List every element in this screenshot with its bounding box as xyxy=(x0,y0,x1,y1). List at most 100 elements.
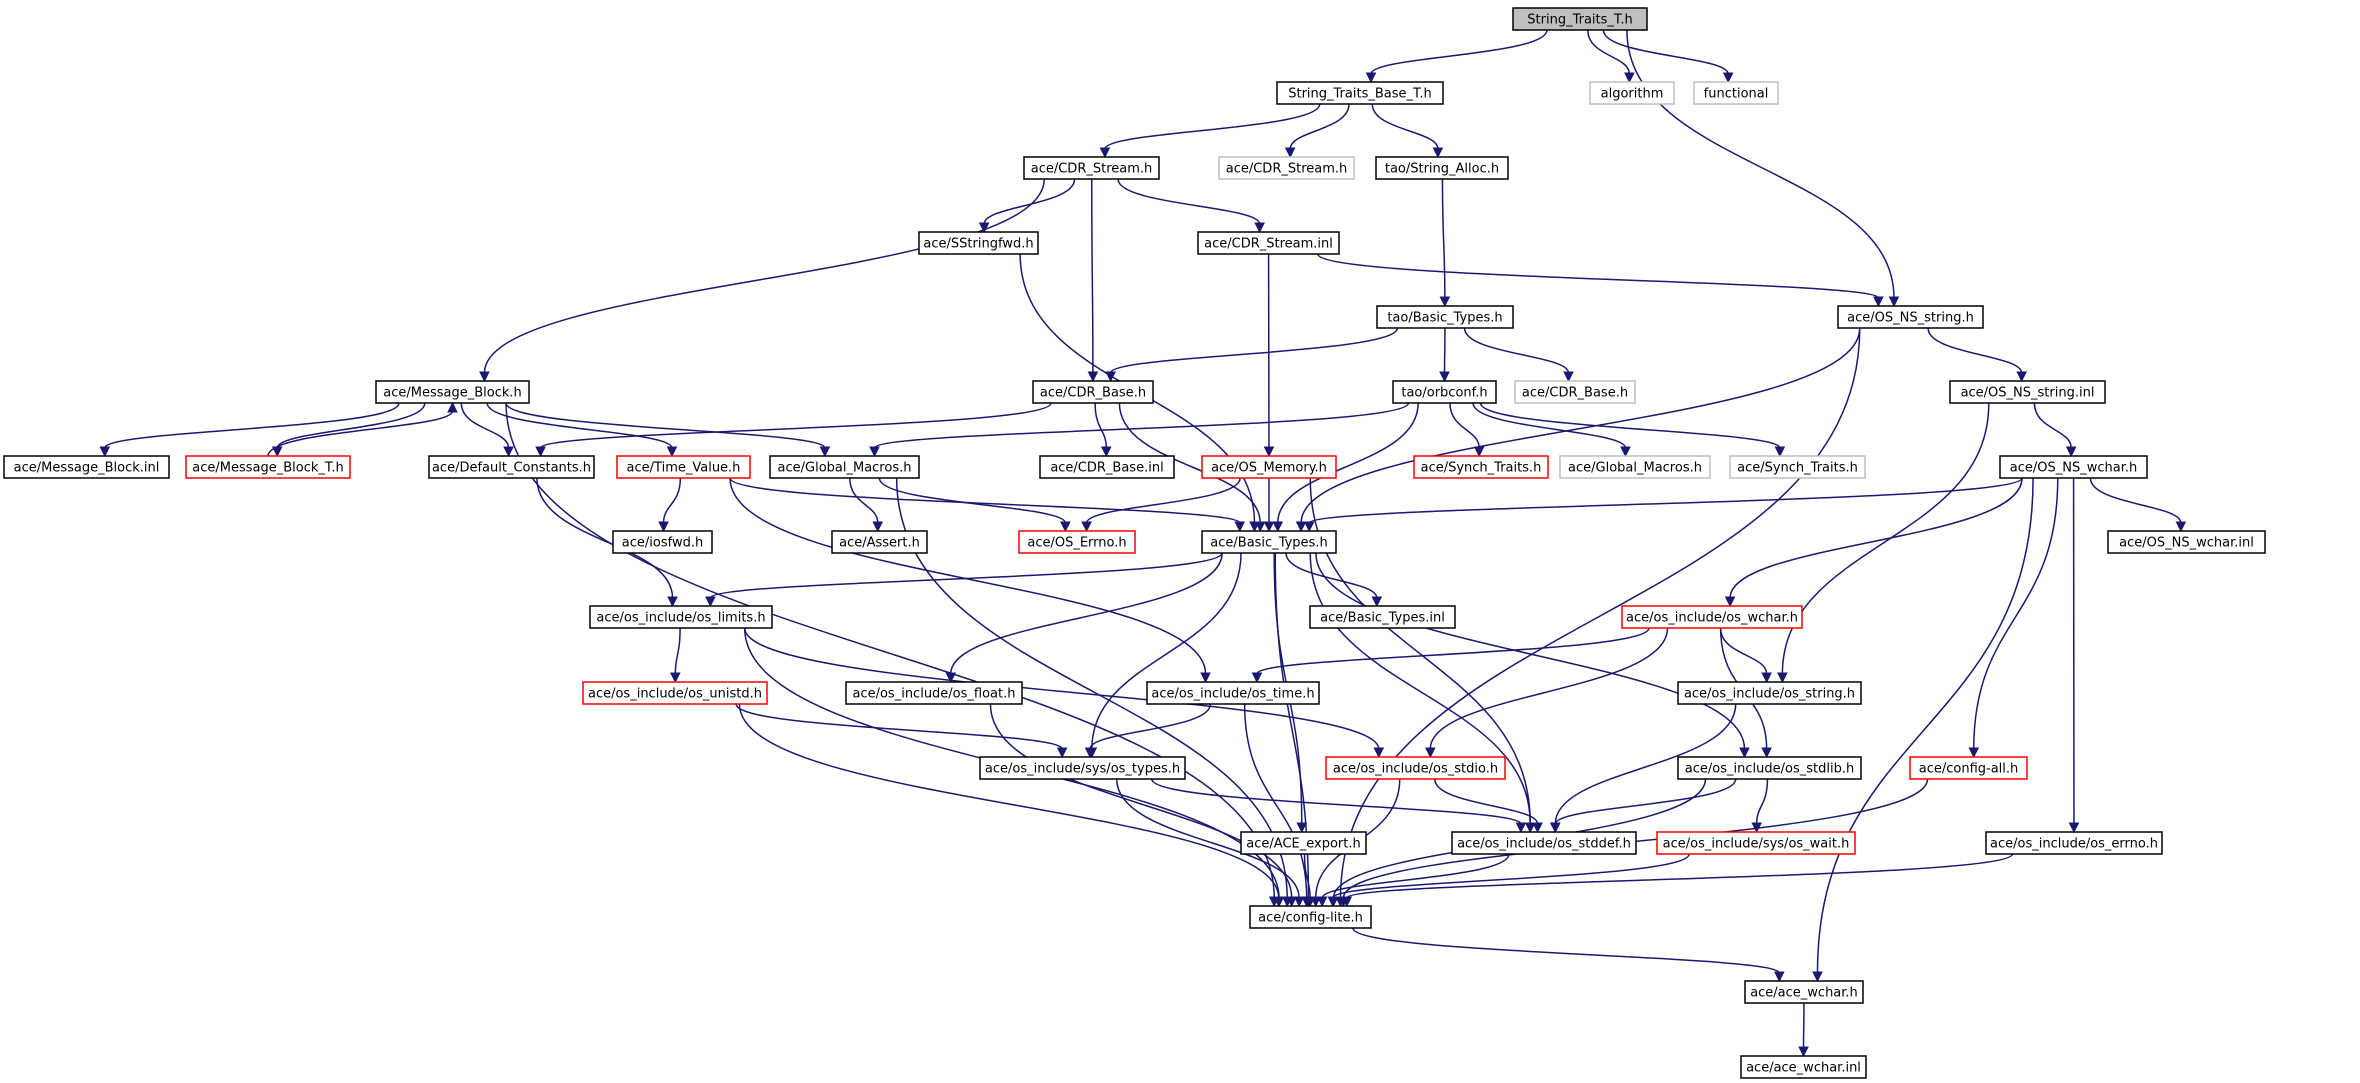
node-defc[interactable]: ace/Default_Constants.h xyxy=(428,455,595,479)
arrowhead-abt-to-stdlib xyxy=(1739,747,1750,759)
dependency-edge-errno-to-cfglite xyxy=(1346,853,2014,899)
node-box xyxy=(1837,305,1984,329)
node-stralloc[interactable]: tao/String_Alloc.h xyxy=(1375,156,1509,180)
node-box xyxy=(1146,681,1320,705)
node-stb[interactable]: String_Traits_Base_T.h xyxy=(1276,81,1444,105)
arrowhead-cdrb-to-abt xyxy=(1254,521,1266,533)
dependency-edge-stralloc-to-taobt xyxy=(1441,178,1446,299)
dependency-edge-oswchar-to-acewchar xyxy=(1816,477,2034,974)
node-limits[interactable]: ace/os_include/os_limits.h xyxy=(589,605,773,629)
node-osstr[interactable]: ace/OS_NS_string.h xyxy=(1837,305,1984,329)
arrowhead-systypes-to-cfglite xyxy=(1293,896,1305,908)
node-aceexport[interactable]: ace/ACE_export.h xyxy=(1240,831,1367,855)
node-oserrno[interactable]: ace/OS_Errno.h xyxy=(1018,530,1136,554)
node-cdrb[interactable]: ace/CDR_Base.h xyxy=(1032,380,1154,404)
node-label: ace/ACE_export.h xyxy=(1246,837,1360,852)
arrowhead-cdrsinl-to-osstr xyxy=(1873,296,1884,308)
node-ostime[interactable]: ace/os_include/os_time.h xyxy=(1146,681,1320,705)
node-label: tao/String_Alloc.h xyxy=(1385,162,1499,177)
node-box xyxy=(1201,530,1337,554)
dependency-edge-stddef-to-cfglite xyxy=(1321,853,1510,899)
node-box xyxy=(1197,231,1340,255)
dependency-edge-abt-to-limits xyxy=(709,552,1223,599)
node-acewchar[interactable]: ace/ace_wchar.h xyxy=(1744,980,1864,1004)
node-cdrsinl[interactable]: ace/CDR_Stream.inl xyxy=(1197,231,1340,255)
dependency-edge-stb-to-stralloc xyxy=(1371,103,1439,150)
node-cdrbinl[interactable]: ace/CDR_Base.inl xyxy=(1039,455,1175,479)
node-label: ace/os_include/sys/os_wait.h xyxy=(1663,837,1850,852)
node-label: ace/Message_Block_T.h xyxy=(192,461,343,476)
node-unistd[interactable]: ace/os_include/os_unistd.h xyxy=(582,681,768,705)
node-synch_r[interactable]: ace/Synch_Traits.h xyxy=(1413,455,1549,479)
node-errno[interactable]: ace/os_include/os_errno.h xyxy=(1985,831,2163,855)
node-label: ace/CDR_Stream.h xyxy=(1031,162,1153,177)
node-cfglite[interactable]: ace/config-lite.h xyxy=(1249,905,1372,929)
node-gm[interactable]: ace/Global_Macros.h xyxy=(769,455,920,479)
node-label: ace/os_include/os_stddef.h xyxy=(1457,837,1631,852)
node-orbconf[interactable]: tao/orbconf.h xyxy=(1392,380,1497,404)
dependency-edge-root-to-osstr xyxy=(1626,29,1895,299)
node-box xyxy=(1909,756,2028,780)
dependency-edge-osstr-to-osstrinl xyxy=(1927,327,2023,374)
arrowhead-oswchar-to-abt xyxy=(1303,521,1315,533)
node-taobt[interactable]: tao/Basic_Types.h xyxy=(1376,305,1514,329)
node-box xyxy=(1693,81,1779,105)
node-systypes[interactable]: ace/os_include/sys/os_types.h xyxy=(979,756,1186,780)
node-box xyxy=(1392,380,1497,404)
dependency-edge-mb-to-mbt xyxy=(276,402,426,449)
node-root[interactable]: String_Traits_T.h xyxy=(1512,7,1648,31)
node-mbt[interactable]: ace/Message_Block_T.h xyxy=(185,455,351,479)
node-label: ace/Time_Value.h xyxy=(627,461,741,476)
arrowhead-stb-to-cdrs xyxy=(1099,147,1111,159)
arrowhead-abt-to-abtinl xyxy=(1371,596,1383,608)
node-assert[interactable]: ace/Assert.h xyxy=(831,530,928,554)
dependency-edge-syswait-to-cfglite xyxy=(1332,853,1690,899)
arrowhead-orbconf-to-abt xyxy=(1272,521,1284,533)
node-stddef[interactable]: ace/os_include/os_stddef.h xyxy=(1451,831,1637,855)
node-mbinl[interactable]: ace/Message_Block.inl xyxy=(3,455,170,479)
node-abtinl[interactable]: ace/Basic_Types.inl xyxy=(1309,605,1456,629)
dependency-edge-cdrsinl-to-osstr xyxy=(1317,253,1880,299)
dependency-edge-root-to-algorithm xyxy=(1587,29,1631,75)
node-osmem[interactable]: ace/OS_Memory.h xyxy=(1201,455,1337,479)
node-box xyxy=(1276,81,1444,105)
node-label: String_Traits_Base_T.h xyxy=(1288,87,1432,102)
node-abt[interactable]: ace/Basic_Types.h xyxy=(1201,530,1337,554)
node-oswc[interactable]: ace/os_include/os_wchar.h xyxy=(1621,605,1803,629)
node-label: ace/Global_Macros.h xyxy=(1568,461,1702,476)
dependency-edge-abt-to-systypes xyxy=(1091,552,1242,750)
node-float[interactable]: ace/os_include/os_float.h xyxy=(845,681,1023,705)
node-box xyxy=(375,380,530,404)
node-ssfwd[interactable]: ace/SStringfwd.h xyxy=(918,231,1039,255)
node-label: ace/config-all.h xyxy=(1919,762,2019,777)
node-box xyxy=(1559,455,1711,479)
node-tv[interactable]: ace/Time_Value.h xyxy=(616,455,751,479)
node-configall[interactable]: ace/config-all.h xyxy=(1909,756,2028,780)
node-box xyxy=(1240,831,1367,855)
arrowhead-tv-to-abt xyxy=(1234,521,1246,533)
dependency-edge-osmem-to-oserrno xyxy=(1085,477,1241,524)
node-osstring[interactable]: ace/os_include/os_string.h xyxy=(1677,681,1862,705)
node-syswait[interactable]: ace/os_include/sys/os_wait.h xyxy=(1656,831,1856,855)
node-box xyxy=(1729,455,1866,479)
node-stdio[interactable]: ace/os_include/os_stdio.h xyxy=(1325,756,1506,780)
node-label: functional xyxy=(1704,87,1769,102)
node-cdrs[interactable]: ace/CDR_Stream.h xyxy=(1023,156,1160,180)
arrowhead-taobt-to-cdrb xyxy=(1105,371,1116,383)
dependency-edge-root-to-functional xyxy=(1602,29,1729,75)
node-osstrinl[interactable]: ace/OS_NS_string.inl xyxy=(1949,380,2106,404)
node-iosfwd[interactable]: ace/iosfwd.h xyxy=(612,530,713,554)
arrowhead-osstr-to-osstrinl xyxy=(2016,371,2027,383)
node-acewcharinl[interactable]: ace/ace_wchar.inl xyxy=(1740,1055,1867,1079)
node-oswchar[interactable]: ace/OS_NS_wchar.h xyxy=(1999,455,2148,479)
node-stdlib[interactable]: ace/os_include/os_stdlib.h xyxy=(1677,756,1862,780)
node-oswcharinl[interactable]: ace/OS_NS_wchar.inl xyxy=(2107,530,2266,554)
node-box xyxy=(3,455,170,479)
node-box xyxy=(1218,156,1355,180)
node-label: algorithm xyxy=(1601,87,1664,102)
node-label: ace/ace_wchar.inl xyxy=(1746,1061,1861,1076)
arrowhead-mb-to-mbinl xyxy=(99,446,111,458)
dependency-edge-oswc-to-stdio xyxy=(1429,627,1669,750)
node-mb[interactable]: ace/Message_Block.h xyxy=(375,380,530,404)
arrowhead-cdrs-to-mb xyxy=(479,371,490,383)
